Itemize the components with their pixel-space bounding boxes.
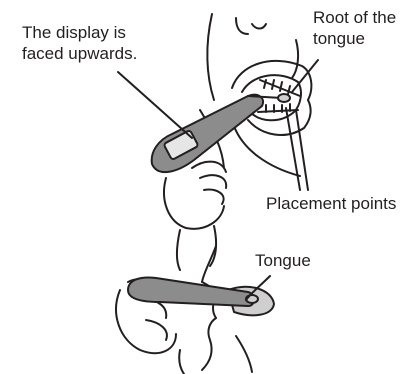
label-tongue: Tongue [255,250,311,271]
label-display-line2: faced upwards. [22,43,137,64]
bottom-thermometer [128,278,258,307]
label-root-line1: Root of the [313,7,396,28]
label-display-line1: The display is [22,22,137,43]
label-root-of-tongue: Root of the tongue [313,7,396,49]
label-root-line2: tongue [313,28,396,49]
leader-display [118,72,192,138]
top-hand [164,162,226,270]
label-placement-points: Placement points [266,193,396,214]
label-display-faced-upwards: The display is faced upwards. [22,22,137,64]
